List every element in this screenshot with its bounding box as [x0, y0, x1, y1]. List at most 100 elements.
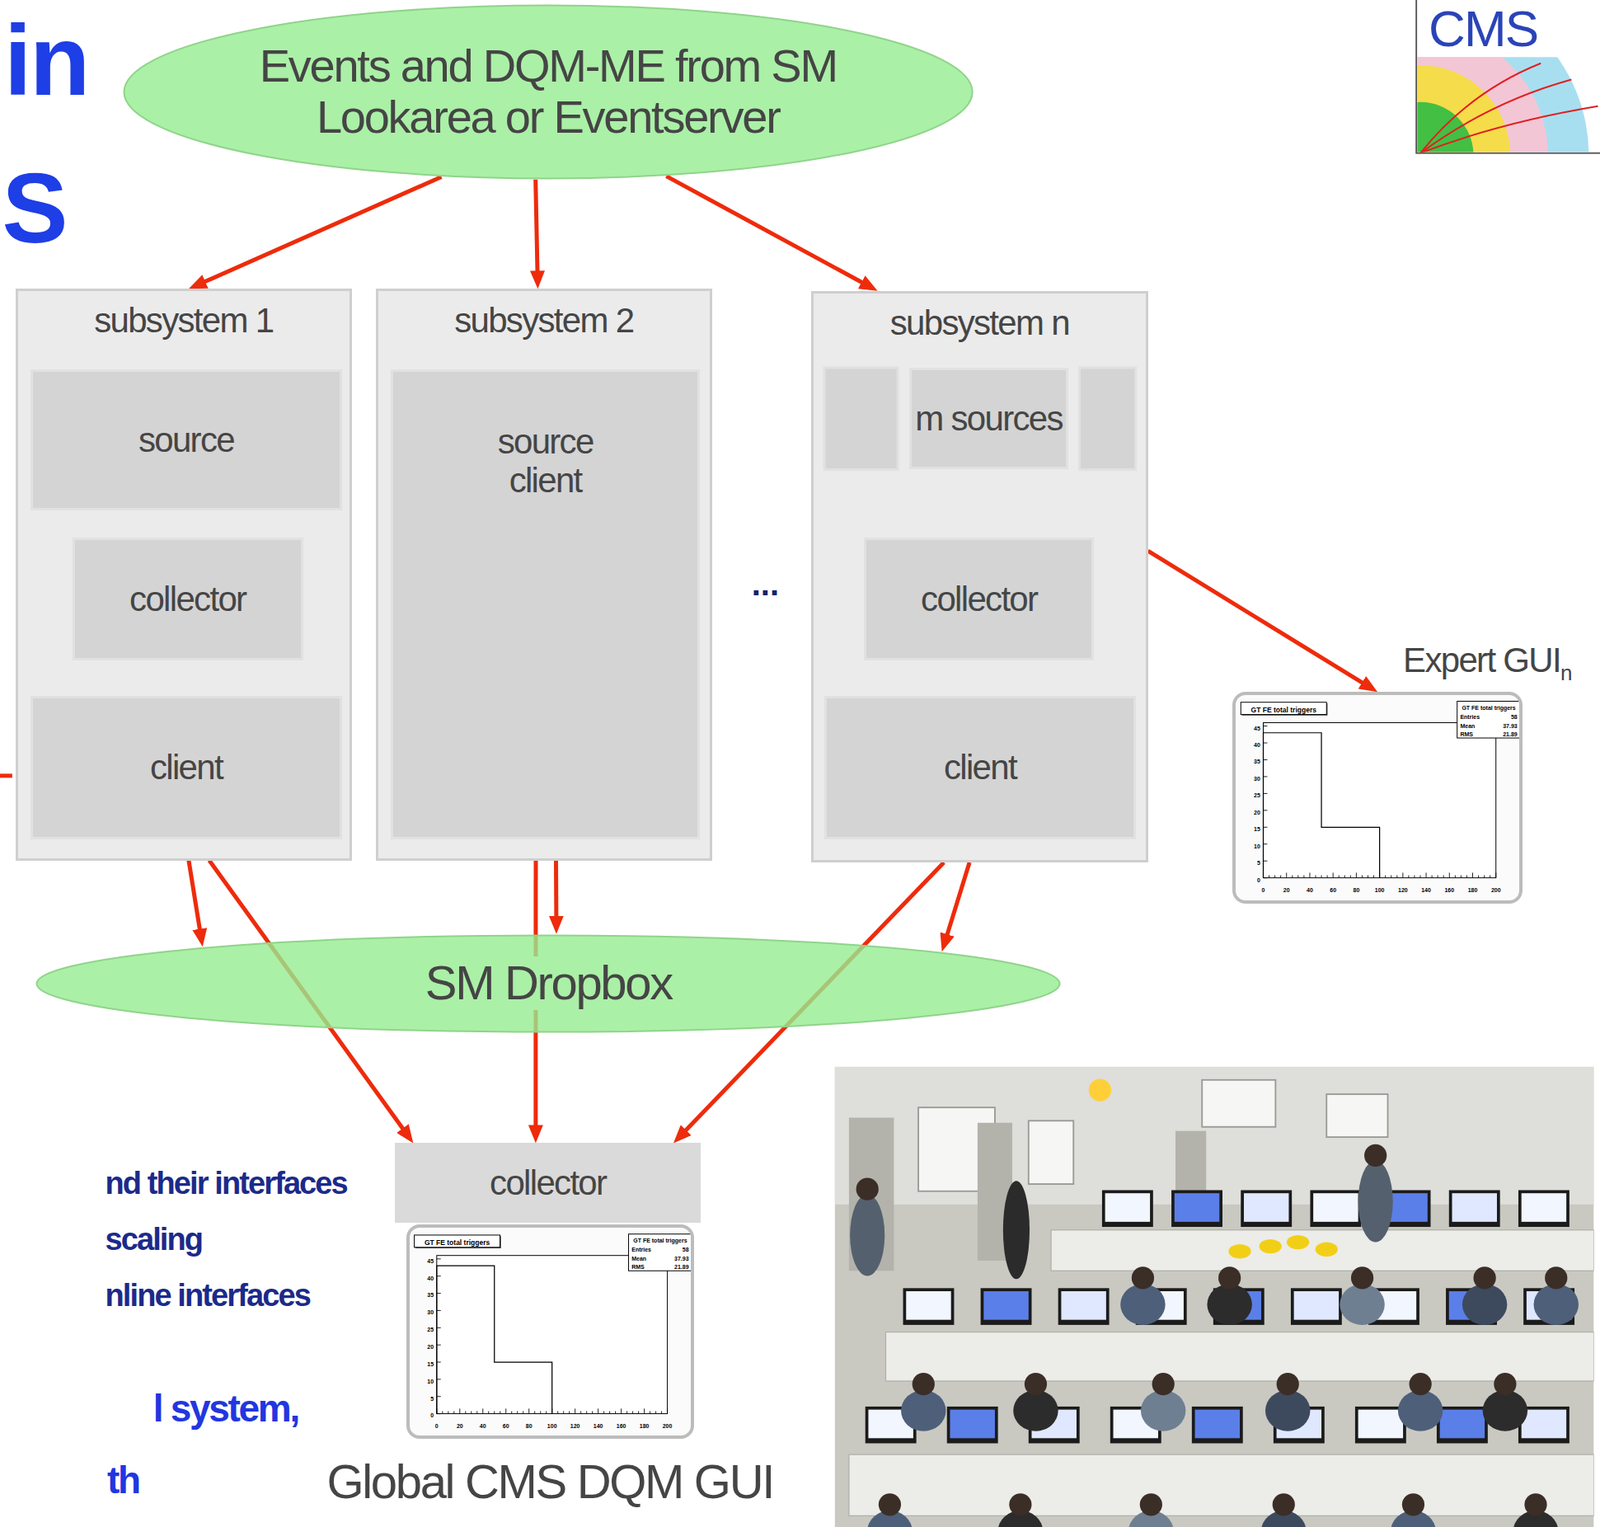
axis-tick [1454, 875, 1456, 878]
ellipsis-mark: ... [751, 565, 779, 602]
person-head [1402, 1492, 1425, 1516]
axis-tick [1495, 872, 1497, 878]
storage-ellipse: SM Dropbox [35, 933, 1061, 1033]
person-head [1544, 1266, 1568, 1289]
person-head [1152, 1372, 1175, 1395]
axis-tick-label: 45 [426, 1257, 434, 1265]
axis-tick [1449, 872, 1450, 878]
person-head [912, 1372, 935, 1395]
axis-tick [436, 1395, 442, 1397]
room-floor [835, 1066, 1595, 1527]
monitor [903, 1287, 955, 1325]
axis-tick [1309, 872, 1310, 878]
monitor [1191, 1406, 1244, 1444]
axis-tick-label: 180 [1468, 886, 1479, 894]
axis-tick-label: 100 [1374, 886, 1385, 894]
axis-tick [436, 1344, 442, 1346]
group-panel: subsystem nm sourcescollectorclient [811, 290, 1149, 863]
axis-tick [1356, 872, 1357, 878]
axis-tick-label: 40 [1253, 741, 1261, 749]
desk-row [849, 1454, 1595, 1516]
person-body [1140, 1389, 1186, 1432]
plot-frame [1262, 722, 1496, 878]
axis-tick [1407, 875, 1409, 878]
logo-track [1420, 63, 1541, 153]
axis-tick [539, 1410, 541, 1413]
module-box: source [30, 369, 343, 511]
ellipse-shape [37, 934, 1061, 1032]
axis-tick [436, 1257, 442, 1259]
axis-tick [482, 1407, 484, 1413]
bullet-fragment: scaling [105, 1222, 203, 1258]
monitor [1240, 1189, 1292, 1227]
module-text: collector [920, 579, 1037, 619]
axis-tick [563, 1410, 564, 1413]
desk-row [1051, 1229, 1595, 1272]
module-text: collector [129, 579, 246, 619]
axis-tick [661, 1410, 662, 1413]
module-box: collector [72, 537, 304, 661]
axis-tick [557, 1410, 559, 1413]
axis-tick [505, 1407, 507, 1413]
axis-tick [649, 1410, 651, 1413]
hard-hat [1259, 1238, 1282, 1253]
axis-tick-label: 30 [426, 1309, 434, 1316]
coat [1003, 1180, 1030, 1279]
input-ellipse: Events and DQM-ME from SM Lookarea or Ev… [122, 4, 974, 180]
person-body [1120, 1283, 1165, 1325]
axis-tick-label: 25 [1253, 792, 1261, 799]
logo-text: CMS [1428, 0, 1538, 57]
axis-tick-label: 160 [1444, 886, 1455, 894]
axis-tick [1262, 809, 1267, 811]
axis-tick [545, 1410, 547, 1413]
axis-tick-label: 20 [1283, 886, 1291, 894]
monitor-screen [1105, 1192, 1150, 1222]
axis-tick [1262, 860, 1267, 862]
axis-tick [1262, 877, 1267, 878]
monitor-screen [1358, 1409, 1403, 1439]
axis-tick [487, 1410, 489, 1413]
cut-arrow-stub [0, 773, 13, 778]
axis-tick [1361, 875, 1363, 878]
axis-tick-label: 20 [456, 1422, 464, 1430]
axis-tick [1489, 875, 1491, 878]
hard-hat [1228, 1243, 1251, 1258]
monitor [1102, 1189, 1154, 1227]
person-body [1358, 1160, 1394, 1243]
stats-key: Entries [631, 1246, 652, 1253]
axis-tick [1472, 872, 1474, 878]
axis-tick [1396, 875, 1398, 878]
axis-tick-label: 35 [426, 1291, 434, 1299]
monitor [1171, 1189, 1223, 1227]
whiteboard [1201, 1079, 1276, 1127]
histogram-ground [406, 1224, 695, 1440]
axis-tick [1315, 875, 1317, 878]
merge-box: collector [394, 1142, 701, 1223]
person-head [1272, 1492, 1296, 1516]
person-head [1364, 1144, 1387, 1167]
monitor [1449, 1189, 1501, 1227]
person-body [1265, 1389, 1310, 1432]
lamp [1088, 1079, 1112, 1102]
histogram [406, 1224, 695, 1440]
whiteboard [1028, 1120, 1074, 1184]
stats-value: 37.93 [674, 1255, 690, 1263]
axis-tick [436, 1292, 442, 1294]
monitor-screen [1521, 1192, 1567, 1222]
axis-tick [436, 1412, 442, 1414]
module-box [1079, 367, 1136, 470]
axis-tick-label: 10 [426, 1378, 434, 1385]
axis-tick-label: 15 [426, 1360, 434, 1368]
stats-value: 58 [682, 1246, 690, 1253]
axis-tick [1321, 875, 1323, 878]
axis-tick [1291, 875, 1293, 878]
module-box: collector [863, 537, 1094, 661]
histogram-steps [1262, 732, 1380, 878]
axis-tick [586, 1410, 587, 1413]
axis-tick-label: 40 [479, 1422, 487, 1430]
group-title: subsystem n [890, 303, 1070, 343]
person-head [1024, 1372, 1047, 1395]
axis-tick [1390, 875, 1392, 878]
axis-tick-label: 5 [430, 1395, 434, 1403]
monitor-screen [1174, 1192, 1220, 1222]
